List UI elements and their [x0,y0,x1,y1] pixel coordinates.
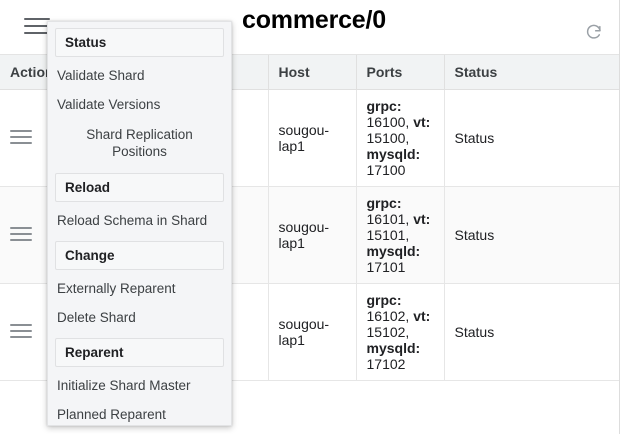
hamburger-bar [24,25,50,27]
row-menu-icon[interactable] [10,129,32,146]
row-ports-vt-label: vt: [413,113,431,130]
row-ports-grpc-label: grpc: [366,194,402,211]
refresh-icon[interactable] [584,22,604,42]
row-ports: grpc: 16102, vt: 15102, mysqld: 17102 [356,283,445,381]
menu-item-reload-schema-in-shard[interactable]: Reload Schema in Shard [57,213,208,228]
column-header-action-label: Action [10,63,54,80]
menu-item-validate-versions[interactable]: Validate Versions [57,97,161,112]
row-ports-mysqld-label: mysqld: [366,145,421,162]
row-ports-grpc-value: 16100, [366,113,410,130]
row-ports-mysqld-value: 17102 [366,355,406,372]
row-menu-icon[interactable] [10,226,32,243]
row-ports-mysqld-label: mysqld: [366,339,421,356]
menu-item-initialize-shard-master[interactable]: Initialize Shard Master [57,378,191,393]
page-title: commerce/0 [242,6,386,34]
row-ports-vt-value: 15102, [366,323,410,340]
row-status[interactable]: Status [444,89,620,187]
menu-item-planned-reparent[interactable]: Planned Reparent [57,407,166,422]
row-menu-bar [10,329,32,332]
row-ports-grpc-label: grpc: [366,97,402,114]
row-ports-grpc-value: 16102, [366,307,410,324]
hamburger-bar [24,32,50,34]
row-host: sougou-lap1 [268,89,357,187]
column-header-status-label: Status [454,63,498,80]
row-ports-vt-label: vt: [413,210,431,227]
row-menu-bar [10,323,32,326]
vertical-scrollbar[interactable] [619,0,628,434]
menu-section-header-status: Status [55,28,224,57]
column-header-host: Host [268,55,357,90]
column-header-status: Status [444,55,620,90]
menu-item-externally-reparent[interactable]: Externally Reparent [57,281,176,296]
hamburger-bar [24,18,50,20]
row-host: sougou-lap1 [268,186,357,284]
row-host: sougou-lap1 [268,283,357,381]
column-header-host-label: Host [278,63,310,80]
row-ports-vt-value: 15100, [366,129,410,146]
shard-actions-menu: Status Validate Shard Validate Versions … [47,21,232,426]
hamburger-icon[interactable] [24,18,50,38]
refresh-glyph [586,24,601,39]
row-menu-bar [10,232,32,235]
menu-item-delete-shard[interactable]: Delete Shard [57,310,136,325]
menu-item-validate-shard[interactable]: Validate Shard [57,68,145,83]
column-header-ports: Ports [356,55,445,90]
table-row: 100 sougou-lap1 grpc: 16100, vt: 15100, … [0,89,620,187]
row-ports-grpc-label: grpc: [366,291,402,308]
row-ports: grpc: 16100, vt: 15100, mysqld: 17100 [356,89,445,187]
row-menu-icon[interactable] [10,323,32,340]
row-ports-vt-label: vt: [413,307,431,324]
menu-section-header-reparent: Reparent [55,338,224,367]
menu-item-shard-replication-positions[interactable]: Shard Replication Positions [86,127,193,159]
row-menu-bar [10,238,32,241]
menu-section-header-reload: Reload [55,173,224,202]
row-status[interactable]: Status [444,186,620,284]
menu-section-header-change: Change [55,241,224,270]
column-header-ports-label: Ports [366,63,403,80]
row-ports: grpc: 16101, vt: 15101, mysqld: 17101 [356,186,445,284]
row-menu-bar [10,141,32,144]
row-ports-vt-value: 15101, [366,226,410,243]
row-menu-bar [10,135,32,138]
row-ports-mysqld-value: 17101 [366,258,406,275]
row-ports-grpc-value: 16101, [366,210,410,227]
row-status[interactable]: Status [444,283,620,381]
row-ports-mysqld-value: 17100 [366,161,406,178]
row-menu-bar [10,129,32,132]
row-menu-bar [10,335,32,338]
row-ports-mysqld-label: mysqld: [366,242,421,259]
row-menu-bar [10,226,32,229]
